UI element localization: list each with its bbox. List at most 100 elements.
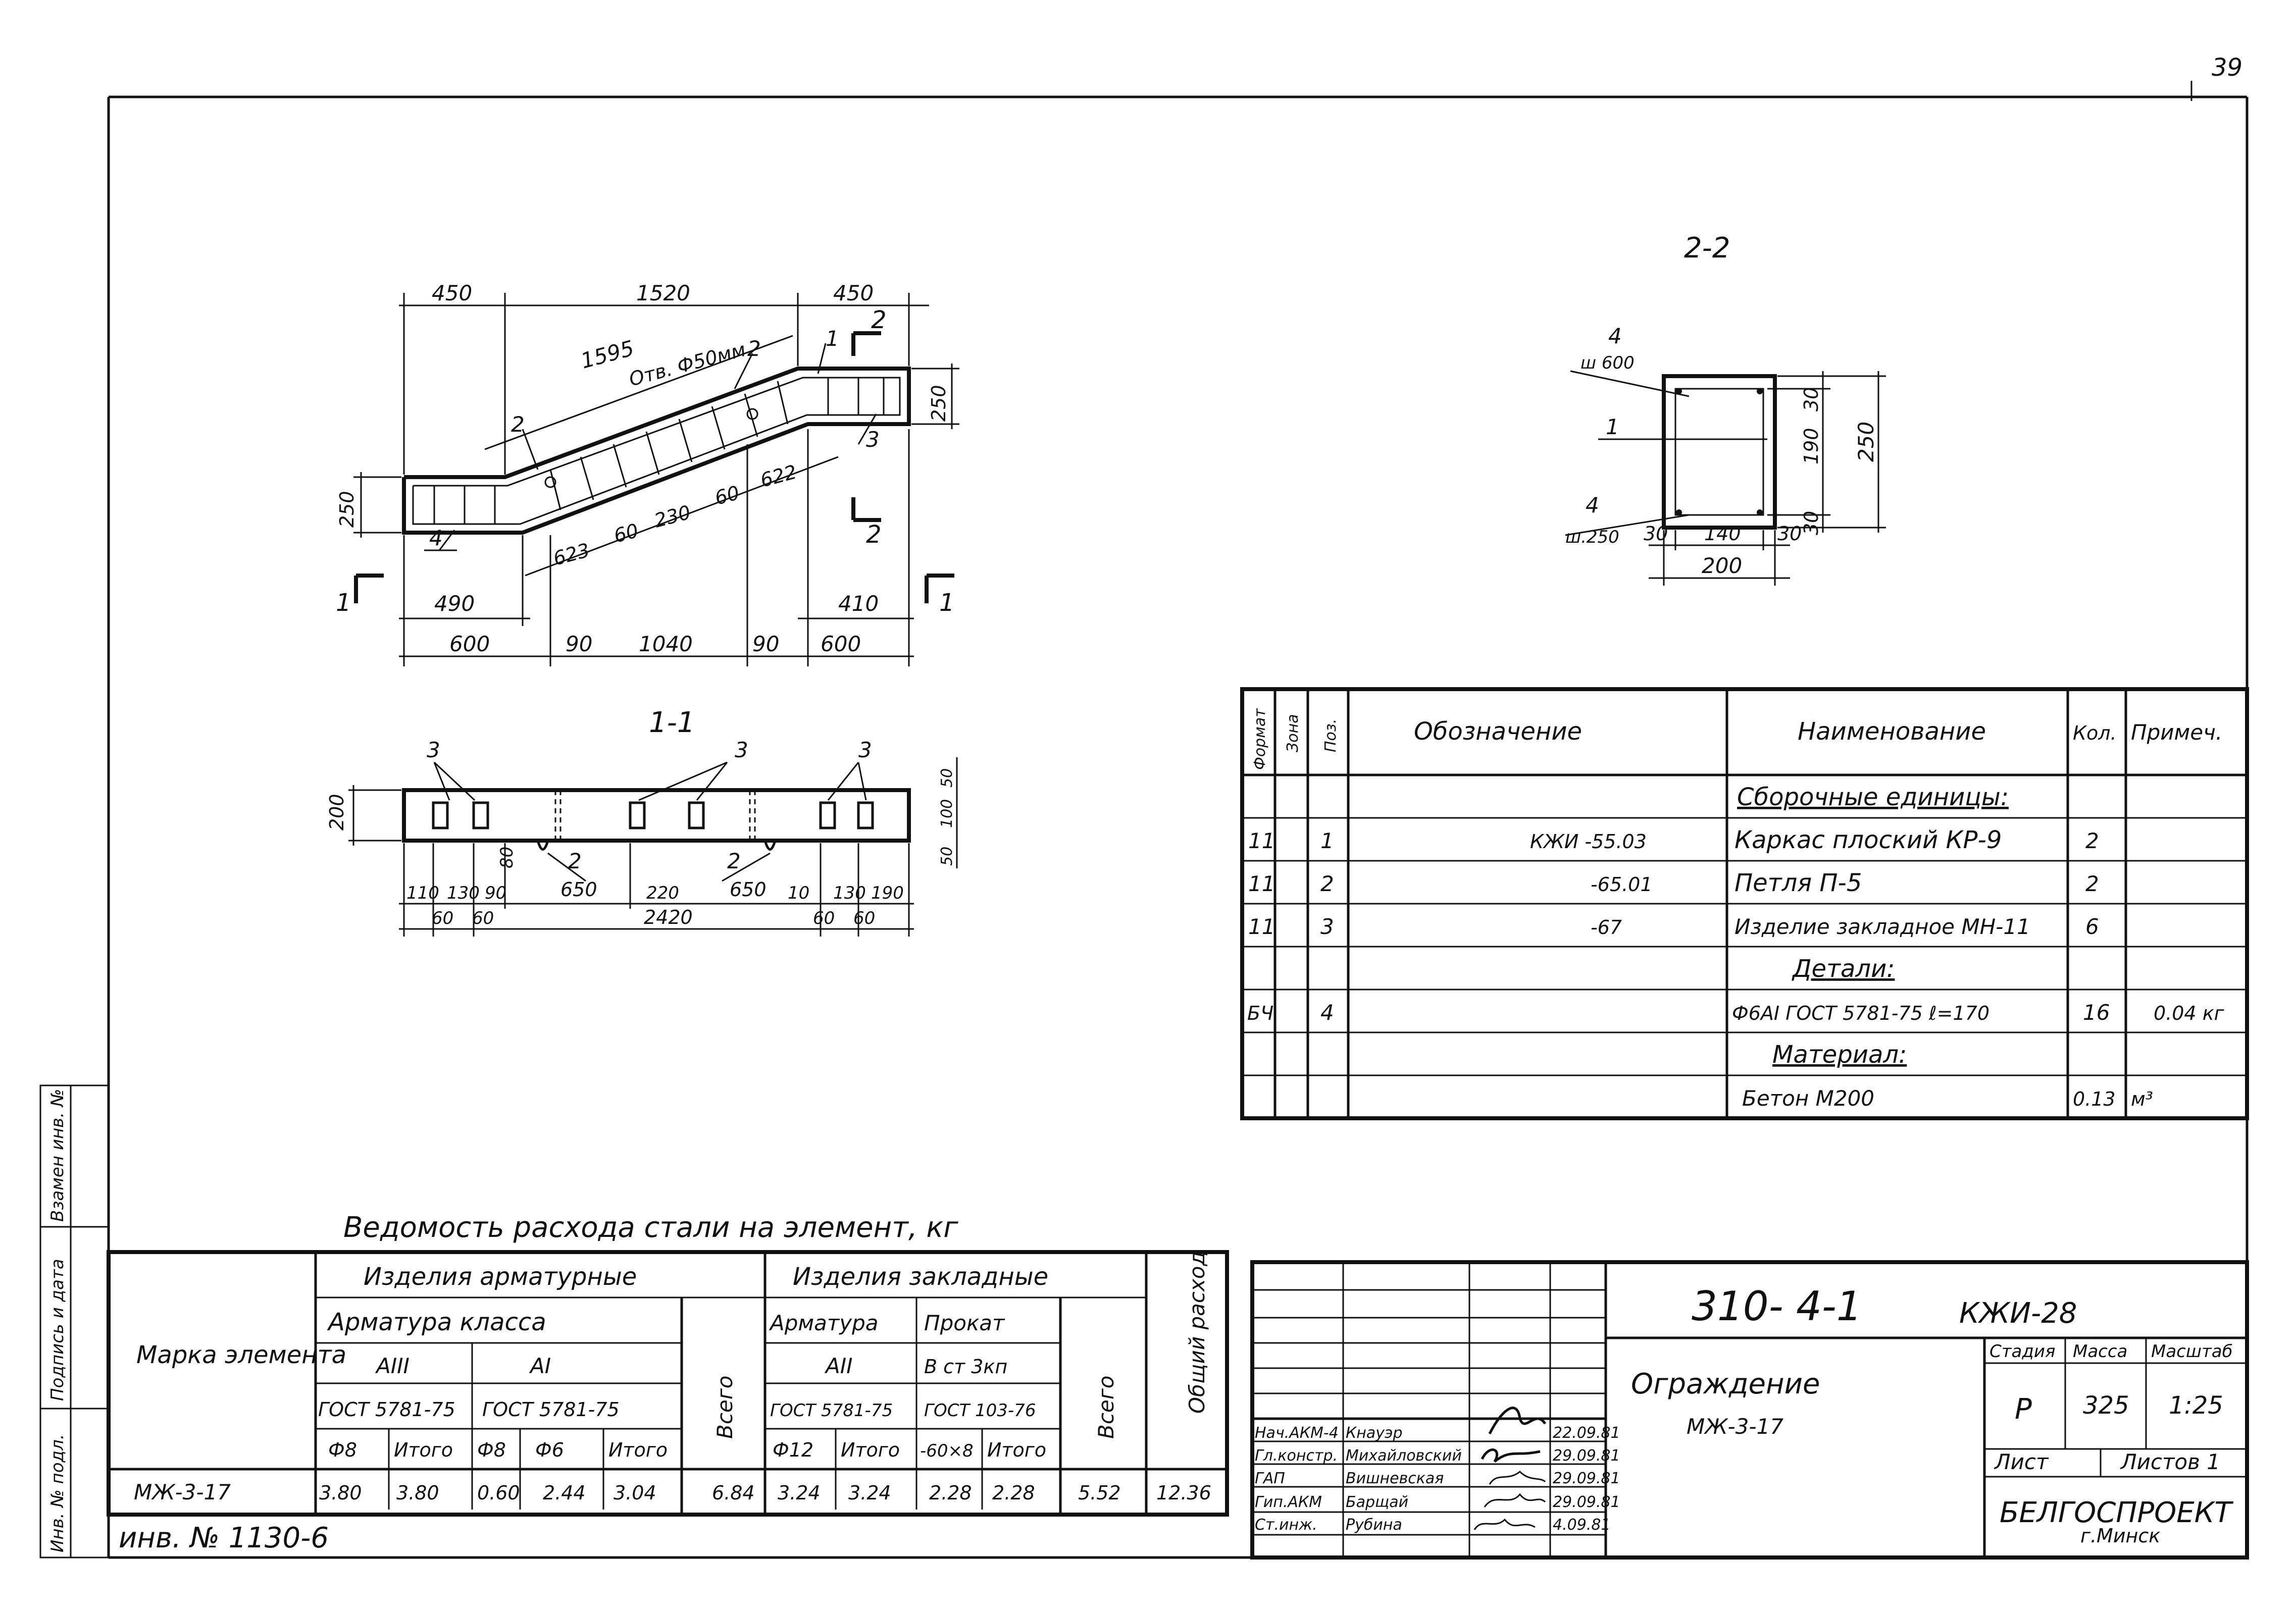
spec-h-pos: Поз. — [1322, 719, 1340, 752]
callout-1: 1 — [826, 326, 839, 351]
steel-row-9: 2.28 — [929, 1482, 972, 1504]
dim-b2-0: 600 — [449, 632, 490, 656]
inventory-number: инв. № 1130-6 — [119, 1522, 329, 1554]
s22-dim-h-0: 30 — [1644, 523, 1668, 545]
tb-name-1-person: Михайловский — [1346, 1447, 1462, 1465]
steel-a3: АIII — [375, 1354, 410, 1378]
steel-row-12: 12.36 — [1156, 1482, 1211, 1504]
dim-b1-0: 490 — [434, 591, 475, 616]
stamp-inv-podl: Инв. № подл. — [47, 1434, 68, 1552]
dim-top-0: 450 — [432, 281, 472, 305]
s11-callout-3c: 3 — [858, 738, 872, 762]
callout-4: 4 — [429, 526, 443, 550]
s22-dim-v-1: 190 — [1800, 428, 1822, 464]
steel-f8b: Ф8 — [477, 1439, 506, 1461]
steel-f6: Ф6 — [535, 1439, 564, 1461]
tb-role-1: Гл.констр. — [1255, 1447, 1338, 1465]
s11-dr-1: 100 — [938, 799, 956, 828]
steel-f12: Ф12 — [773, 1439, 813, 1461]
s11-r2-1: 60 — [472, 908, 494, 928]
tb-date-1: 29.09.81 — [1553, 1447, 1620, 1465]
s22-dim-v-0: 30 — [1800, 387, 1822, 411]
steel-row-2: 3.80 — [396, 1482, 439, 1504]
spec-r2-fmt: 11 — [1248, 871, 1275, 896]
s11-callout-3a: 3 — [427, 738, 440, 762]
dim-inner-0: 623 — [551, 539, 592, 569]
spec-r2-name: Петля П-5 — [1734, 869, 1862, 897]
tb-stadia: Р — [2015, 1393, 2032, 1426]
tb-sheet-code: КЖИ-28 — [1959, 1297, 2077, 1330]
s22-label-4b: 4 — [1586, 493, 1599, 517]
spec-r3-designation: -67 — [1591, 916, 1622, 939]
dim-inner-2: 230 — [652, 501, 693, 532]
tb-name-4-person: Рубина — [1346, 1516, 1402, 1534]
s11-dr-2: 50 — [938, 768, 956, 788]
hole-label: Отв. Ф50мм — [627, 338, 748, 391]
steel-gost-a2: ГОСТ 5781-75 — [770, 1400, 893, 1421]
spec-r5-note: 0.04 кг — [2154, 1002, 2225, 1024]
section-mark-1-right: 1 — [939, 589, 955, 617]
s11-r1-0: 110 — [406, 883, 439, 903]
s22-dim-v-3: 250 — [1854, 422, 1878, 462]
s11-r1-5: 130 — [833, 883, 866, 903]
steel-title: Ведомость расхода стали на элемент, кг — [343, 1211, 958, 1244]
spec-h-format: Формат — [1251, 708, 1269, 770]
spec-r3-name: Изделие закладное МН-11 — [1734, 914, 2030, 939]
spec-r3-pos: 3 — [1320, 914, 1334, 939]
tb-masshtab-h: Масштаб — [2151, 1341, 2233, 1362]
s11-dim-80: 80 — [497, 847, 517, 868]
spec-r3-fmt: 11 — [1248, 914, 1275, 939]
spec-r1-qty: 2 — [2085, 828, 2099, 853]
tb-stadia-h: Стадия — [1989, 1341, 2055, 1362]
steel-row-10: 2.28 — [992, 1482, 1035, 1504]
spec-r2-pos: 2 — [1320, 871, 1334, 896]
s22-dim-h-3: 200 — [1702, 553, 1742, 578]
steel-vsego2: Всего — [1094, 1375, 1118, 1439]
steel-a2: АII — [824, 1354, 853, 1378]
steel-izd-arm: Изделия арматурные — [364, 1263, 637, 1291]
s22-label-sh250: ш.250 — [1565, 527, 1619, 547]
callout-3: 3 — [866, 427, 880, 452]
steel-gost-a3: ГОСТ 5781-75 — [318, 1398, 455, 1421]
tb-name-1: Ограждение — [1631, 1368, 1820, 1400]
tb-date-2: 29.09.81 — [1553, 1470, 1620, 1487]
dim-b2-2: 1040 — [639, 632, 693, 656]
dim-diag: 1595 — [578, 336, 637, 374]
page-number: 39 — [2212, 54, 2242, 82]
dim-left-h: 250 — [336, 491, 358, 528]
tb-org: БЕЛГОСПРОЕКТ — [2000, 1496, 2233, 1529]
s22-label-4a: 4 — [1608, 324, 1622, 348]
spec-r1-designation: КЖИ -55.03 — [1530, 830, 1647, 853]
spec-r2-designation: -65.01 — [1591, 873, 1653, 896]
tb-massa-h: Масса — [2073, 1341, 2127, 1362]
dim-b1-1: 410 — [838, 591, 879, 616]
stamp-podpis: Подпись и дата — [47, 1259, 68, 1401]
margin-stamp: Взамен инв. № Подпись и дата Инв. № подл… — [39, 1084, 110, 1559]
spec-r1-fmt: 11 — [1248, 828, 1275, 853]
steel-gost-a1: ГОСТ 5781-75 — [482, 1398, 620, 1421]
steel-row-5: 3.04 — [614, 1482, 656, 1504]
spec-r7-qty: 0.13 — [2073, 1088, 2116, 1110]
s11-height: 200 — [326, 794, 348, 830]
spec-r1-pos: 1 — [1320, 828, 1334, 853]
section-mark-2-top: 2 — [871, 306, 887, 334]
dim-b2-1: 90 — [566, 632, 592, 656]
s11-callout-2b: 2 — [727, 849, 741, 873]
tb-city: г.Минск — [2080, 1525, 2160, 1547]
dim-inner-4: 622 — [758, 460, 799, 491]
dim-b2-3: 90 — [752, 632, 779, 656]
spec-r2-qty: 2 — [2085, 871, 2099, 896]
steel-vsego: Всего — [712, 1375, 737, 1439]
dim-top-1: 1520 — [636, 281, 690, 305]
steel-row-11: 5.52 — [1078, 1482, 1121, 1504]
spec-r7-name: Бетон М200 — [1742, 1086, 1874, 1111]
steel-marka: Марка элемента — [136, 1341, 346, 1369]
steel-itogo3: Итого — [841, 1439, 900, 1461]
spec-h-designation: Обозначение — [1414, 717, 1582, 746]
dim-top-2: 450 — [833, 281, 874, 305]
title-block: 310- 4-1 КЖИ-28 Ограждение МЖ-3-17 Стади… — [1250, 1260, 2249, 1560]
spec-table: Формат Зона Поз. Обозначение Наименовани… — [1240, 687, 2249, 1120]
tb-role-2: ГАП — [1255, 1470, 1285, 1487]
steel-obshchiy: Общий расход — [1185, 1251, 1209, 1414]
